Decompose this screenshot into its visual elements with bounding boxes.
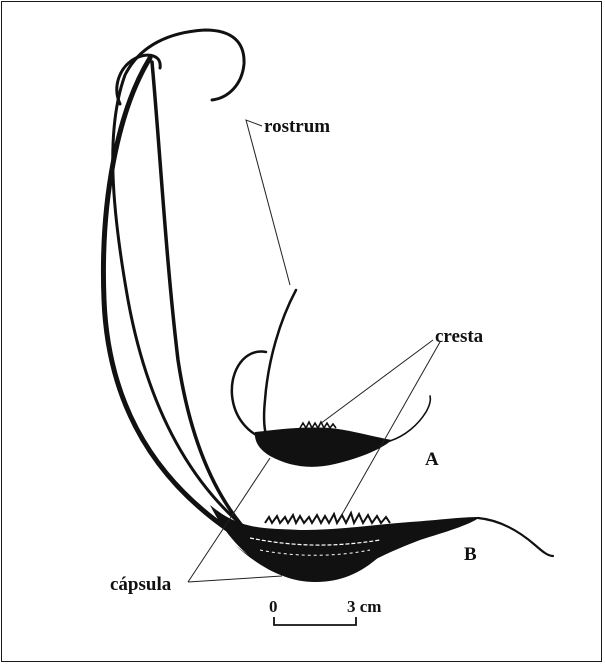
scale-bar-start: 0 xyxy=(269,597,278,616)
specimen-b-capsule xyxy=(210,505,480,582)
specimen-a-crest xyxy=(300,422,336,428)
scale-bar-end: 3 cm xyxy=(347,597,381,616)
specimen-a-label: A xyxy=(425,449,439,470)
cresta-label: cresta xyxy=(435,326,484,347)
specimen-b-label: B xyxy=(464,544,477,565)
specimen-a-rostrum xyxy=(264,290,296,440)
specimen-a-hook xyxy=(232,352,266,438)
scale-bar-line xyxy=(274,617,356,625)
specimen-b-column-inner xyxy=(152,62,255,540)
rostrum-leader xyxy=(246,120,290,285)
specimen-a-capsule xyxy=(255,427,392,466)
capsula-label: cápsula xyxy=(110,574,172,595)
specimen-b-crest xyxy=(265,513,390,523)
specimen-b-tail xyxy=(478,518,553,556)
specimen-b xyxy=(103,30,553,582)
cresta-leader-a xyxy=(320,340,433,424)
leader-lines xyxy=(188,120,440,582)
specimen-a xyxy=(232,290,431,467)
rostrum-label: rostrum xyxy=(264,116,330,137)
capsula-leader-a xyxy=(188,458,270,582)
scale-bar: 0 3 cm xyxy=(269,597,381,625)
cresta-leader-b xyxy=(340,342,440,518)
specimen-b-rostrum xyxy=(113,30,268,545)
capsula-leader-b xyxy=(188,576,282,582)
